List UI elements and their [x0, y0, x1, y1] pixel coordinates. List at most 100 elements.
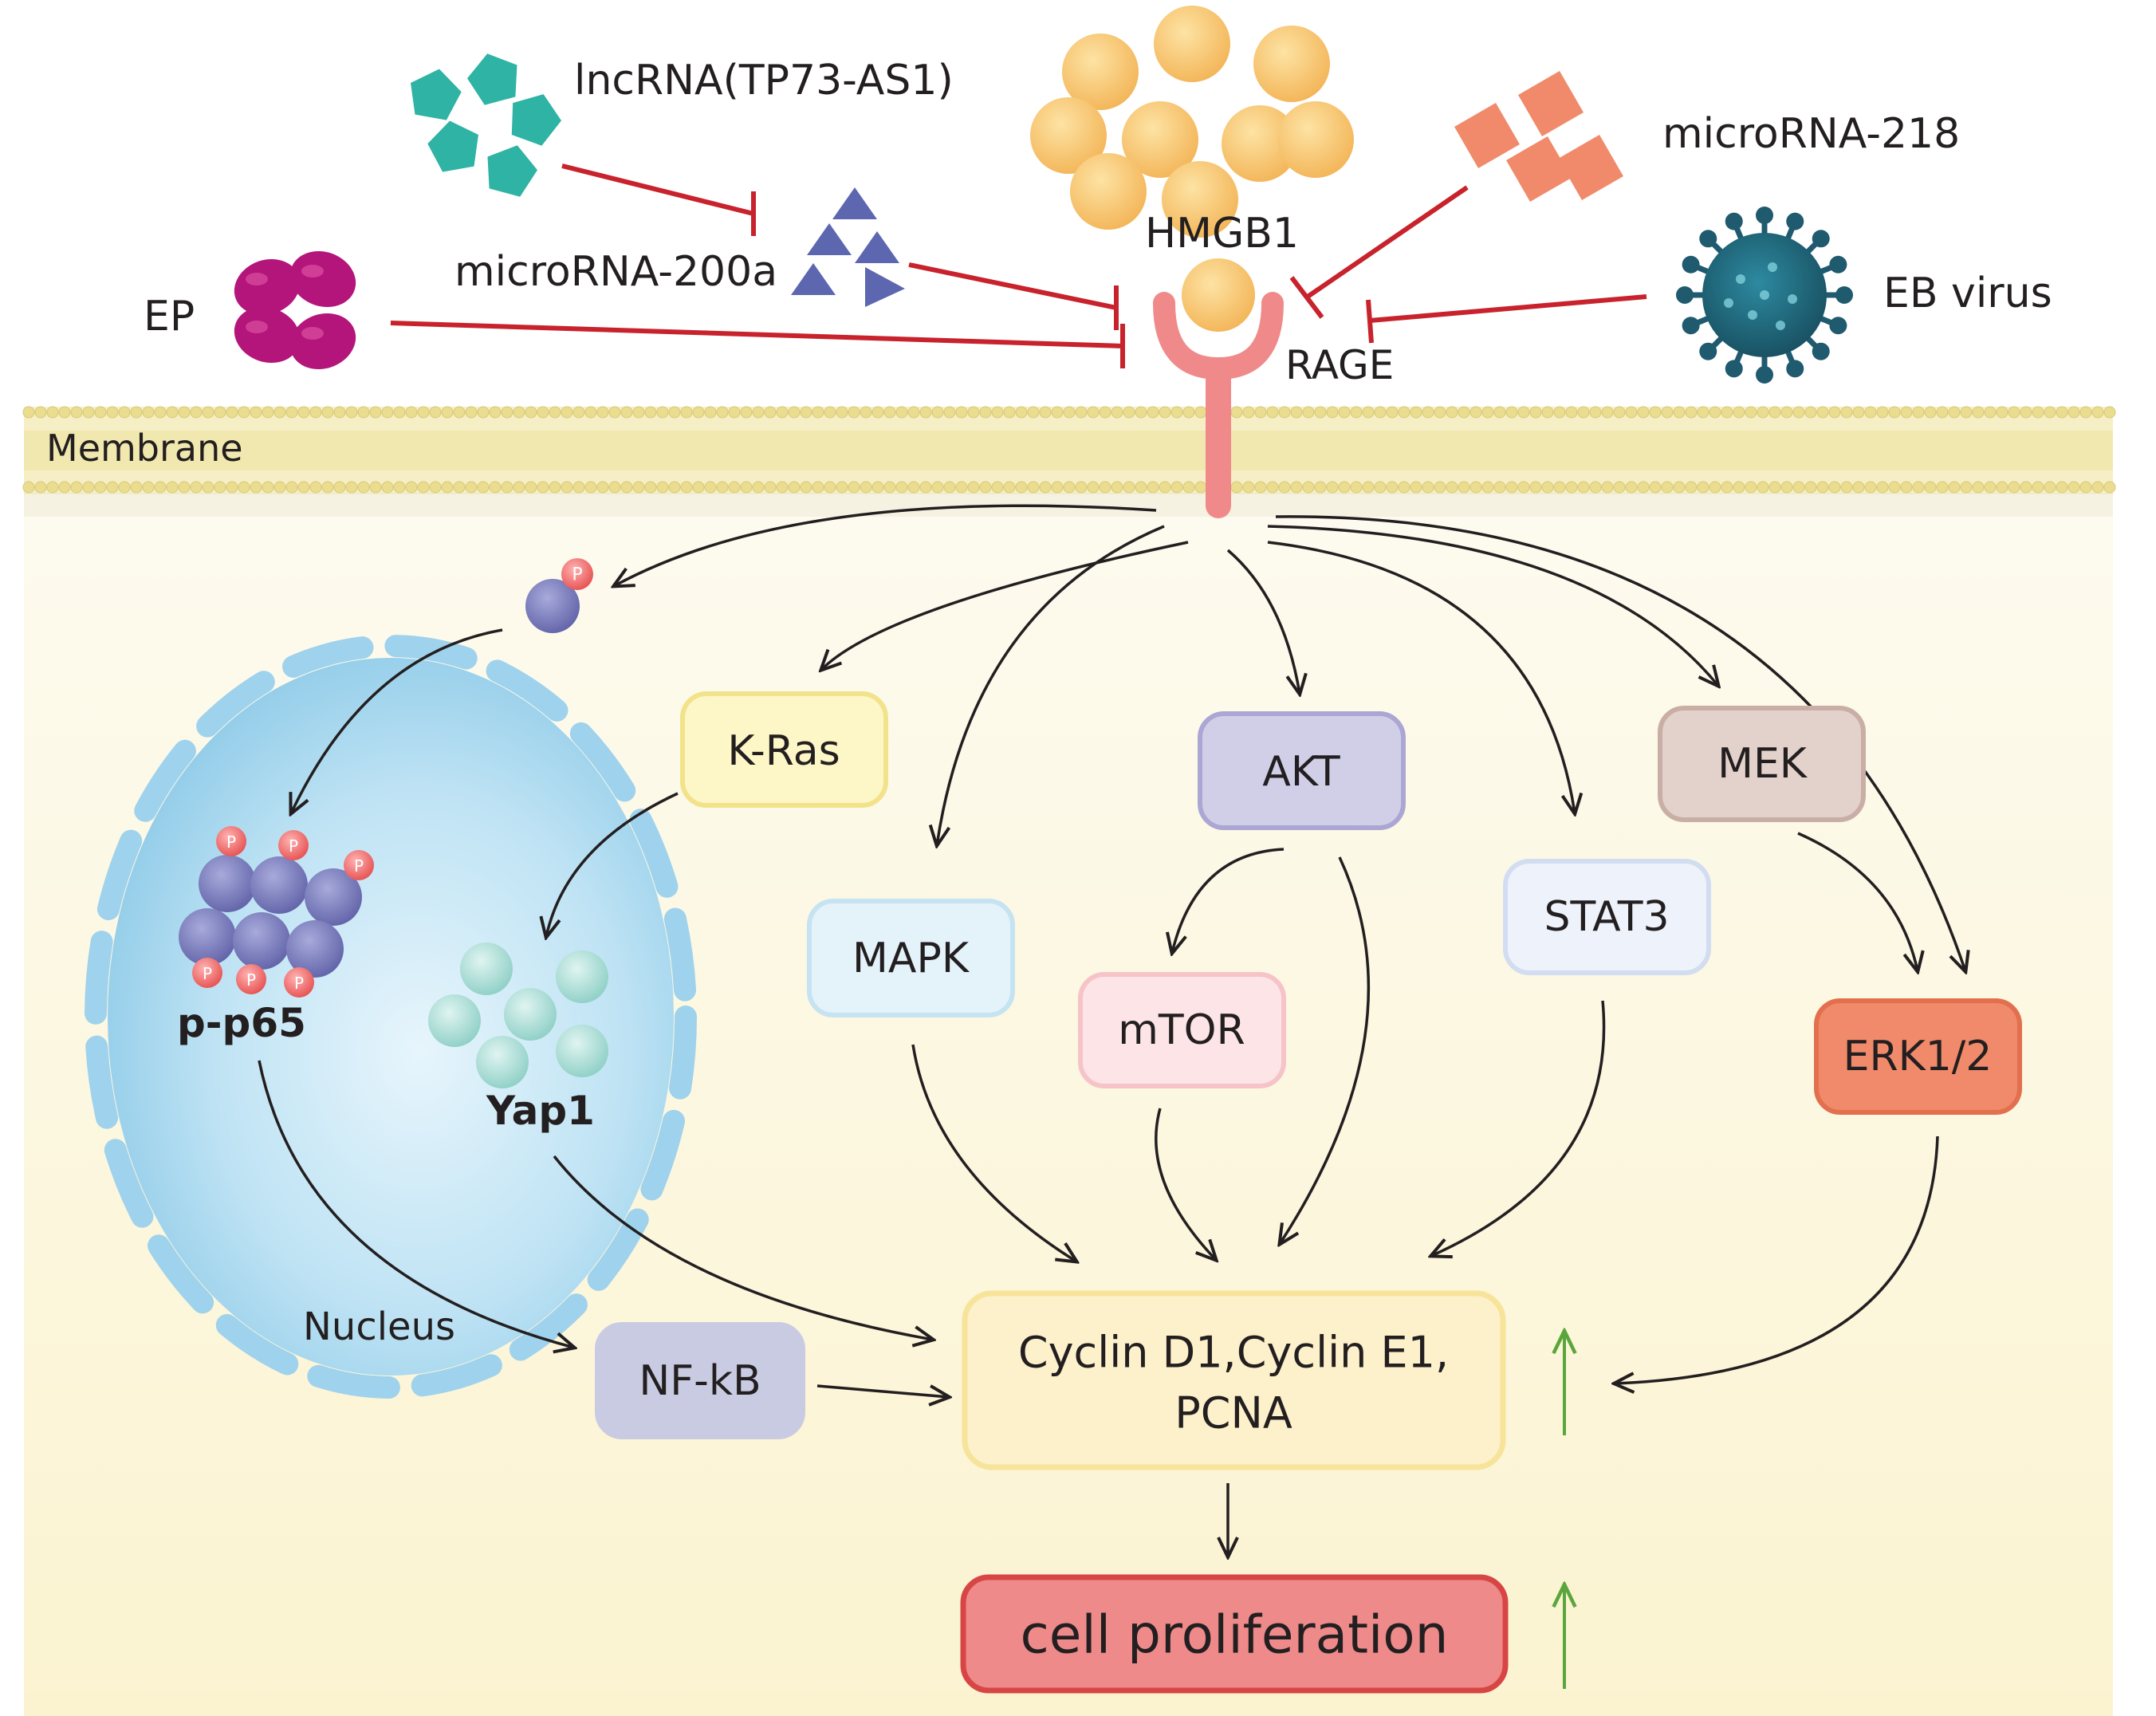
virus-spike-tip — [1682, 255, 1700, 274]
phospho-group — [284, 967, 314, 998]
hmgb1-ball — [1162, 161, 1238, 238]
hmgb1-ball — [1070, 153, 1147, 230]
hmgb1-ball — [1253, 26, 1330, 102]
hmgb1-ball — [1222, 105, 1298, 182]
arrow-pp65-to-nfkb — [258, 1060, 574, 1348]
p65-molecule — [199, 855, 256, 912]
phospho-p-label: P — [572, 565, 582, 585]
arrow-erk-to-cyclin — [1615, 1135, 1939, 1383]
arrow-rage-to-kras — [821, 541, 1189, 670]
node-nfkb: NF-kB — [595, 1322, 805, 1439]
lncrna-pentagon — [427, 120, 478, 172]
p65-molecule — [250, 856, 308, 914]
virus-spike-tip — [1829, 255, 1847, 274]
arrow-rage-to-stat3 — [1267, 541, 1575, 813]
phospho-group — [216, 826, 246, 856]
lncrna-label: lncRNA(TP73-AS1) — [574, 57, 954, 104]
p65-molecule — [233, 912, 290, 970]
mir218-inhibition-bar — [1289, 276, 1324, 319]
stat3-label: STAT3 — [1544, 893, 1669, 941]
hmgb1-ball — [1122, 101, 1198, 178]
virus-dot — [1736, 274, 1745, 284]
membrane-label: Membrane — [46, 427, 243, 470]
phospho-group — [236, 964, 266, 994]
virus-dot — [1788, 294, 1797, 304]
node-proliferation: cell proliferation — [960, 1574, 1509, 1694]
virus-spike-tip — [1676, 286, 1694, 304]
inhibition-lines — [390, 163, 1647, 368]
arrow-rage-to-erk — [1275, 515, 1965, 971]
p65-phospho-single: P — [525, 558, 593, 633]
erk-label: ERK1/2 — [1843, 1033, 1993, 1080]
node-mtor: mTOR — [1078, 972, 1286, 1088]
lncrna-pentagon — [411, 69, 462, 120]
nfkb-label: NF-kB — [639, 1357, 761, 1405]
node-mapk: MAPK — [807, 899, 1015, 1017]
p65-molecule — [305, 868, 362, 926]
kras-label: K-Ras — [727, 727, 840, 775]
nucleus-label: Nucleus — [303, 1305, 455, 1349]
phospho-p-label: P — [289, 836, 298, 856]
virus-spike-tip — [1699, 230, 1717, 248]
virus-spike-tip — [1699, 342, 1717, 360]
node-stat3: STAT3 — [1503, 859, 1711, 975]
arrow-stat3-to-cyclin — [1431, 1000, 1606, 1256]
nucleus — [85, 635, 697, 1399]
ebv-inhibits-rage-line — [1369, 294, 1647, 323]
node-erk: ERK1/2 — [1814, 998, 2022, 1115]
phospho-group — [192, 958, 222, 988]
ep-inhibits-rage-line — [390, 321, 1123, 348]
virus-spike-tip — [1786, 360, 1804, 378]
microrna-218-label: microRNA-218 — [1662, 110, 1960, 158]
yap1-molecule — [504, 988, 557, 1041]
hmgb1-ball — [1030, 97, 1107, 174]
cyclin-label-line2: PCNA — [1174, 1388, 1292, 1439]
p65-molecule — [179, 908, 236, 966]
microrna-200a-label: microRNA-200a — [454, 248, 777, 296]
lncrna-pentagons — [411, 53, 561, 197]
phospho-group — [344, 850, 374, 880]
yap1-cluster — [428, 943, 608, 1088]
cyclin-label-line1: Cyclin D1,Cyclin E1, — [1018, 1328, 1449, 1378]
virus-dot — [1724, 298, 1733, 308]
mapk-label: MAPK — [852, 935, 970, 982]
arrow-mek-to-erk — [1797, 832, 1918, 971]
mir200a-inhibits-rage-line — [908, 262, 1117, 310]
mir218-inhibits-rage-line — [1306, 185, 1469, 299]
arrow-yap1-to-cyclin — [553, 1155, 933, 1340]
arrow-rage-to-mapk — [937, 525, 1165, 845]
eb-virus-label: EB virus — [1883, 270, 2052, 317]
cell-membrane — [22, 406, 2116, 517]
arrow-mtor-to-cyclin — [1155, 1108, 1216, 1260]
virus-spike-tip — [1829, 317, 1847, 335]
phospho-p-label: P — [294, 974, 304, 993]
node-kras: K-Ras — [680, 691, 888, 808]
yap1-molecule — [556, 950, 608, 1003]
hmgb1-ball — [1277, 101, 1354, 178]
yap1-molecule — [476, 1036, 529, 1088]
hmgb1-ball — [1154, 6, 1230, 82]
proliferation-label: cell proliferation — [1020, 1604, 1448, 1666]
hmgb1-bound — [1182, 258, 1255, 332]
node-cyclin: Cyclin D1,Cyclin E1, PCNA — [962, 1290, 1506, 1470]
virus-spike-tip — [1756, 366, 1773, 384]
yap1-molecule — [556, 1025, 608, 1077]
ebv-inhibition-bar — [1366, 299, 1374, 344]
node-mek: MEK — [1658, 706, 1866, 822]
virus-spike-tip — [1835, 286, 1853, 304]
microrna-200a-triangles — [791, 187, 905, 307]
lncrna-inhibits-mir200a-line — [561, 163, 754, 216]
virus-spike-tip — [1682, 317, 1700, 335]
p65-molecule — [286, 920, 344, 978]
akt-label: AKT — [1262, 748, 1340, 796]
mek-label: MEK — [1717, 740, 1808, 788]
arrow-kras-to-yap1 — [546, 792, 679, 937]
virus-dot — [1760, 290, 1769, 300]
arrow-nfkb-to-cyclin — [816, 1384, 949, 1397]
phospho-p-label: P — [246, 970, 256, 990]
virus-spike-tip — [1812, 230, 1830, 248]
mtor-label: mTOR — [1118, 1006, 1245, 1054]
virus-spike-tip — [1725, 212, 1743, 230]
